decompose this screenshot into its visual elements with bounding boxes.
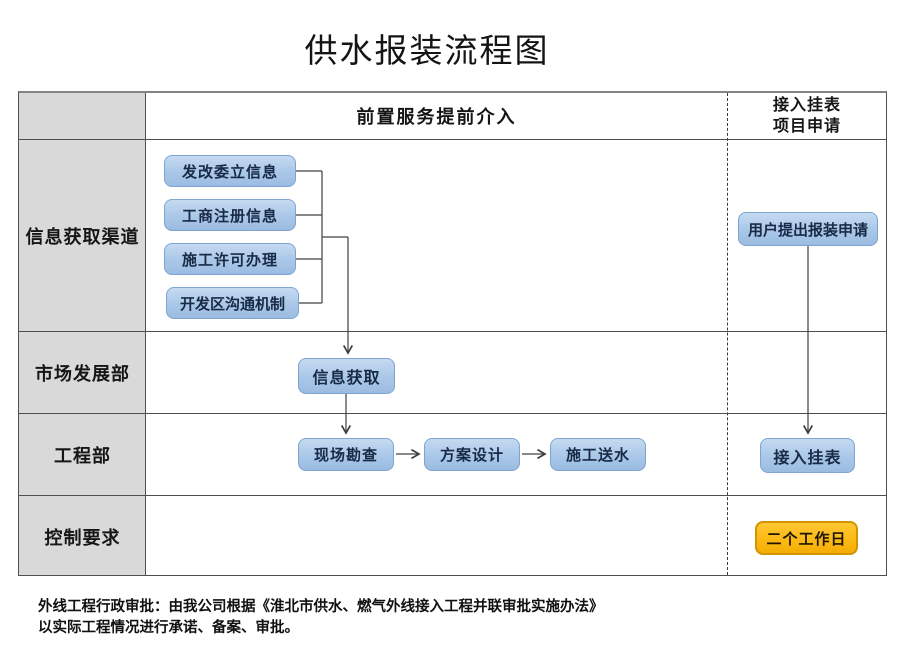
row-label-market-dev: 市场发展部 [35, 363, 130, 384]
node-construction-water: 施工送水 [550, 438, 646, 471]
node-scheme-design: 方案设计 [424, 438, 520, 471]
process-table: 前置服务提前介入 接入挂表 项目申请 信息获取渠道 市场发展部 工程部 控制要求 [18, 91, 887, 576]
row-label-control-req: 控制要求 [44, 527, 121, 548]
row-label-info-channels: 信息获取渠道 [25, 226, 140, 247]
header-pre-service: 前置服务提前介入 [356, 107, 517, 127]
node-user-application: 用户提出报装申请 [738, 212, 878, 246]
node-meter-connection: 接入挂表 [760, 438, 855, 473]
node-devzone-communication: 开发区沟通机制 [166, 287, 299, 319]
header-meter-line2: 项目申请 [772, 118, 841, 135]
node-site-survey: 现场勘查 [298, 438, 394, 471]
row-header-column [19, 93, 146, 575]
node-info-acquisition: 信息获取 [298, 358, 395, 394]
row-label-engineering: 工程部 [54, 445, 111, 466]
node-ndrc-project-info: 发改委立信息 [164, 155, 296, 187]
node-construction-permit: 施工许可办理 [164, 243, 296, 275]
footer-note: 外线工程行政审批：由我公司根据《淮北市供水、燃气外线接入工程并联审批实施办法》 … [38, 597, 738, 639]
table-gridline [19, 495, 886, 496]
footer-note-line1: 外线工程行政审批：由我公司根据《淮北市供水、燃气外线接入工程并联审批实施办法》 [38, 599, 604, 615]
header-meter-application: 接入挂表 项目申请 [727, 93, 887, 139]
node-business-registration: 工商注册信息 [164, 199, 296, 231]
header-meter-line1: 接入挂表 [772, 97, 841, 114]
section-divider-dashed-line [727, 93, 728, 575]
page-title: 供水报装流程图 [304, 34, 550, 70]
table-gridline [19, 331, 886, 332]
footer-note-line2: 以实际工程情况进行承诺、备案、审批。 [38, 620, 299, 636]
node-two-working-days-badge: 二个工作日 [755, 521, 858, 555]
table-gridline [19, 413, 886, 414]
table-gridline [19, 139, 886, 140]
